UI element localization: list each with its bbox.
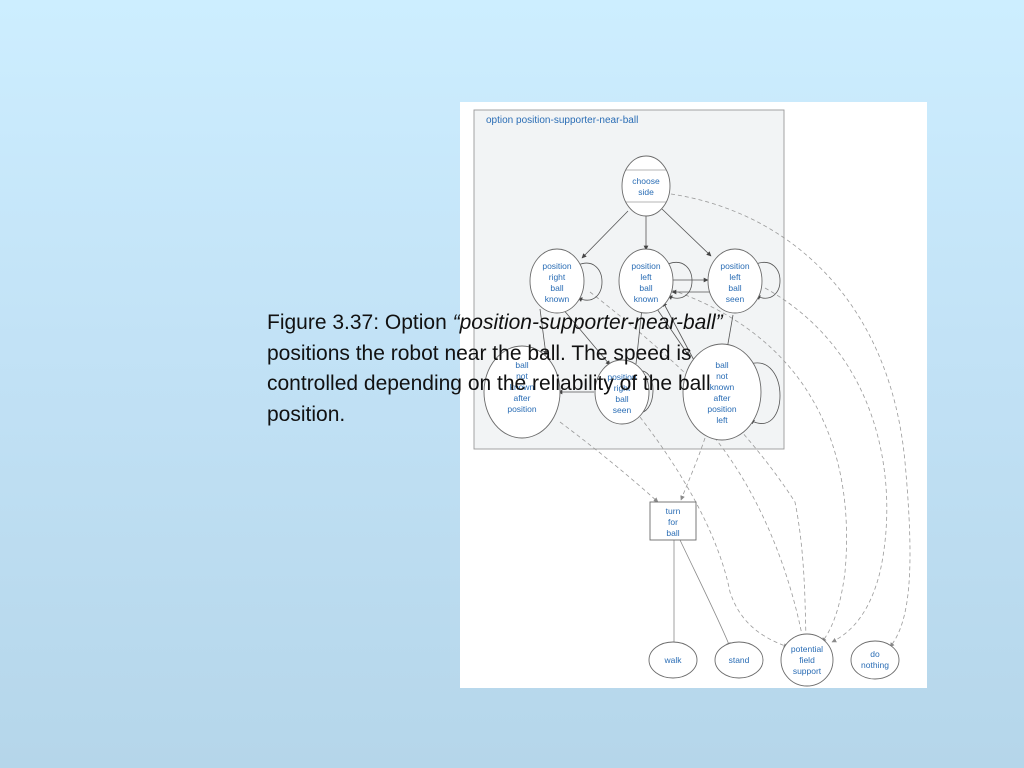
label-line: not [516, 371, 528, 381]
loop-left-known [667, 261, 693, 300]
edge-left-not-known-to-turn [680, 437, 706, 501]
label-line: field [799, 655, 815, 665]
label-line: ball [515, 360, 528, 370]
label-side: side [638, 187, 654, 197]
label-line: known [545, 294, 570, 304]
label-line: nothing [861, 660, 889, 670]
edge-left-known-to-left-not-known [654, 305, 690, 357]
label-line: ball [639, 283, 652, 293]
label-line: ball [615, 394, 628, 404]
label-line: not [716, 371, 728, 381]
edge-right-known-to-right-seen [561, 307, 611, 366]
label-line: known [710, 382, 735, 392]
label-line: potential [791, 644, 823, 654]
caption-option-name: “position-supporter-near-ball” [452, 311, 723, 334]
label-line: stand [729, 655, 750, 665]
state-machine-figure: option position-supporter-near-ball [460, 102, 927, 688]
edge-left-not-known-to-potential-field [709, 431, 805, 641]
label-choose: choose [632, 176, 660, 186]
output-stand: stand [714, 641, 764, 679]
state-ball-not-known-after-position-right: ball not known after position [483, 345, 561, 439]
label-line: left [716, 415, 728, 425]
label-line: position [607, 372, 637, 382]
edge-right-seen-to-left-known [635, 307, 644, 365]
label-line: right [614, 383, 631, 393]
figure-caption: Figure 3.37: Option “position-supporter-… [267, 308, 767, 430]
label-line: position [720, 261, 750, 271]
label-line: seen [613, 405, 632, 415]
edge-choose-to-left-seen [661, 208, 712, 257]
label-line: right [549, 272, 566, 282]
label-line: after [513, 393, 530, 403]
label-line: walk [663, 655, 682, 665]
label-line: ball [666, 528, 679, 538]
edge-choose-side-to-do-nothing [670, 193, 911, 648]
label-line: ball [550, 283, 563, 293]
edge-right-known-to-right-not-known [539, 308, 548, 356]
output-potential-field-support: potential field support [780, 633, 834, 687]
state-ball-not-known-after-position-left: ball not known after position left [682, 343, 762, 441]
edge-right-not-known-to-turn [559, 421, 659, 503]
edge-left-known-to-potential-field [671, 289, 847, 643]
caption-prefix: Figure 3.37: Option [267, 311, 453, 334]
label-line: position [631, 261, 661, 271]
label-line: seen [726, 294, 745, 304]
state-position-left-ball-seen: position left ball seen [707, 248, 763, 314]
label-line: position [507, 404, 537, 414]
label-line: do [870, 649, 880, 659]
loop-left-not-known [749, 362, 781, 425]
edge-right-seen-to-potential-field [639, 416, 789, 648]
state-choose-side: choose side [621, 155, 671, 217]
label-line: known [510, 382, 535, 392]
label-line: position [707, 404, 737, 414]
option-title: option position-supporter-near-ball [486, 115, 638, 126]
label-line: known [634, 294, 659, 304]
label-line: ball [728, 283, 741, 293]
label-line: after [713, 393, 730, 403]
loop-left-seen [755, 261, 781, 300]
edge-turn-to-stand [679, 539, 731, 648]
label-line: position [542, 261, 572, 271]
edge-right-known-to-potential-field [589, 291, 809, 641]
behavior-turn-for-ball: turn for ball [649, 501, 697, 541]
edge-left-not-known-to-left-known [662, 301, 697, 365]
edge-left-seen-to-potential-field [764, 287, 888, 643]
label-line: support [793, 666, 822, 676]
state-machine-diagram: option position-supporter-near-ball [473, 109, 911, 687]
label-line: for [668, 517, 678, 527]
output-do-nothing: do nothing [850, 640, 900, 680]
caption-body: positions the robot near the ball. The s… [267, 341, 711, 426]
label-line: left [729, 272, 741, 282]
output-walk: walk [648, 641, 698, 679]
label-line: turn [666, 506, 681, 516]
state-position-right-ball-known: position right ball known [529, 248, 585, 314]
state-position-right-ball-seen: position right ball seen [594, 359, 650, 425]
edge-choose-to-right-known [581, 210, 629, 259]
loop-right-known [577, 262, 603, 302]
state-position-left-ball-known: position left ball known [618, 248, 674, 314]
label-line: ball [715, 360, 728, 370]
label-line: left [640, 272, 652, 282]
